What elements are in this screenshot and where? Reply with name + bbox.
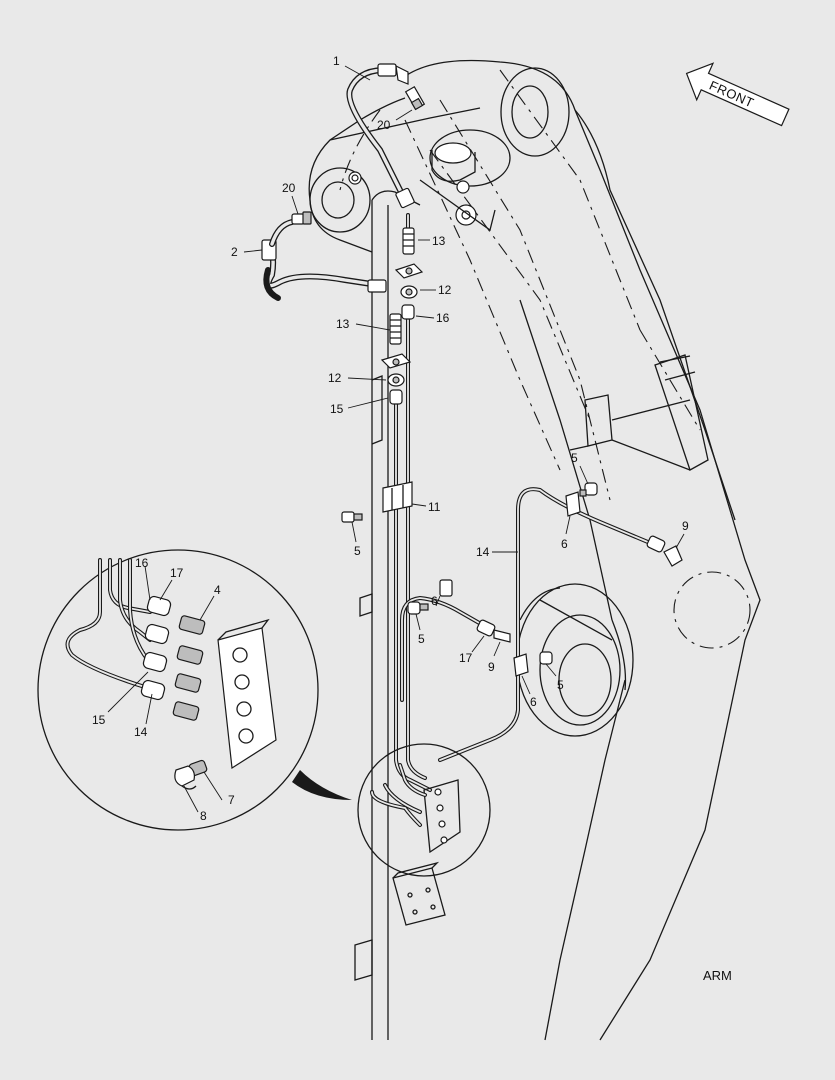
callout-2: 2 <box>231 245 238 259</box>
front-label: FRONT <box>707 78 756 111</box>
leader-lines <box>107 65 685 813</box>
callout-13-upper: 13 <box>432 234 446 248</box>
hose-2 <box>261 219 387 301</box>
callout-11: 11 <box>428 500 441 514</box>
callout-9-middle: 9 <box>488 660 495 674</box>
fittings <box>291 86 683 677</box>
callout-16-detail: 16 <box>135 556 149 570</box>
callout-16-upper: 16 <box>436 311 450 325</box>
callout-17-main: 17 <box>459 651 473 665</box>
callout-5-lower: 5 <box>557 678 564 692</box>
callout-6-middle: 6 <box>431 594 438 608</box>
callout-17-detail: 17 <box>170 566 184 580</box>
callout-12-upper: 12 <box>438 283 452 297</box>
callout-12-lower: 12 <box>328 371 342 385</box>
detail-pointer <box>292 770 352 800</box>
arm-structure <box>308 59 761 1041</box>
callout-15-detail: 15 <box>92 713 106 727</box>
front-direction-arrow: FRONT <box>685 62 790 127</box>
callout-6-lower: 6 <box>530 695 537 709</box>
callout-5-middle: 5 <box>418 632 425 646</box>
large-detail-circle <box>37 549 319 831</box>
callout-15-upper: 15 <box>330 402 344 416</box>
wear-plate <box>392 861 446 926</box>
small-detail-circle <box>357 743 491 877</box>
callout-14-detail: 14 <box>134 725 148 739</box>
callout-6-upper: 6 <box>561 537 568 551</box>
callout-5-left: 5 <box>354 544 361 558</box>
callout-4: 4 <box>214 583 221 597</box>
callout-13-lower: 13 <box>336 317 350 331</box>
callout-20-upper: 20 <box>377 118 391 132</box>
tube-14 <box>438 487 657 762</box>
lower-pin-boss <box>516 583 634 737</box>
callout-9-right: 9 <box>682 519 689 533</box>
coupling-block <box>217 618 277 770</box>
callout-1: 1 <box>333 54 340 68</box>
hose-1 <box>346 63 415 209</box>
left-pivot <box>309 167 371 233</box>
callout-5-top: 5 <box>571 451 578 465</box>
callout-7: 7 <box>228 793 235 807</box>
callout-14: 14 <box>476 545 490 559</box>
adapters-4 <box>172 615 206 721</box>
callout-numbers: 1 20 20 2 13 12 16 13 12 15 11 5 5 6 9 1… <box>92 54 689 823</box>
section-label: ARM <box>703 968 732 983</box>
callout-20-left: 20 <box>282 181 296 195</box>
upper-pin-boss <box>419 67 570 232</box>
tube-17 <box>400 595 490 702</box>
callout-8: 8 <box>200 809 207 823</box>
